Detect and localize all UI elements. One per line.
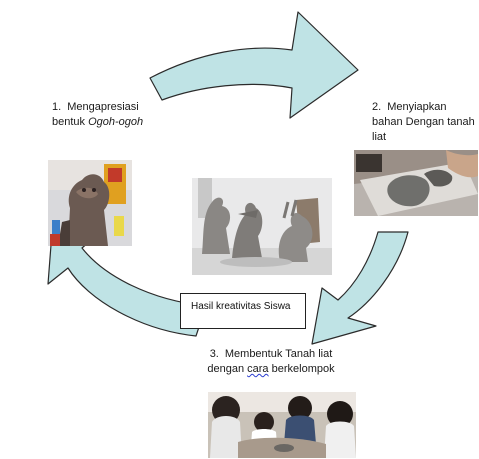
statue-photo-icon bbox=[48, 160, 132, 246]
step-1-number: 1. bbox=[52, 101, 62, 113]
arrow-step1-to-step2 bbox=[149, 11, 359, 119]
ogoh-ogoh-photo bbox=[48, 160, 132, 246]
sculpture-photo-icon bbox=[192, 178, 332, 275]
students-group-photo bbox=[208, 392, 356, 458]
step-3-text-end: berkelompok bbox=[268, 363, 335, 375]
step-3-label: 3.Membentuk Tanah liat dengan cara berke… bbox=[196, 347, 346, 377]
result-label: Hasil kreativitas Siswa bbox=[191, 301, 291, 312]
step-2-label: 2.Menyiapkan bahan Dengan tanah liat bbox=[372, 100, 476, 145]
step-1-italic-text: Ogoh-ogoh bbox=[88, 116, 144, 128]
step-3-text: Membentuk Tanah liat dengan bbox=[207, 348, 333, 375]
clay-preparation-photo bbox=[354, 150, 478, 216]
step-1-label: 1.Mengapresiasi bentuk Ogoh-ogoh bbox=[52, 100, 170, 130]
clay-photo-icon bbox=[354, 150, 478, 216]
step-3-flagged-word: cara bbox=[247, 363, 269, 375]
step-1-text: Mengapresiasi bentuk bbox=[52, 101, 139, 128]
step-3-number: 3. bbox=[209, 348, 219, 360]
result-label-box: Hasil kreativitas Siswa bbox=[180, 293, 306, 329]
group-photo-icon bbox=[208, 392, 356, 458]
arrow-step2-to-step3 bbox=[311, 231, 409, 345]
step-2-text: Menyiapkan bahan Dengan tanah liat bbox=[372, 101, 475, 143]
step-2-number: 2. bbox=[372, 101, 382, 113]
clay-sculptures-photo bbox=[192, 178, 332, 275]
